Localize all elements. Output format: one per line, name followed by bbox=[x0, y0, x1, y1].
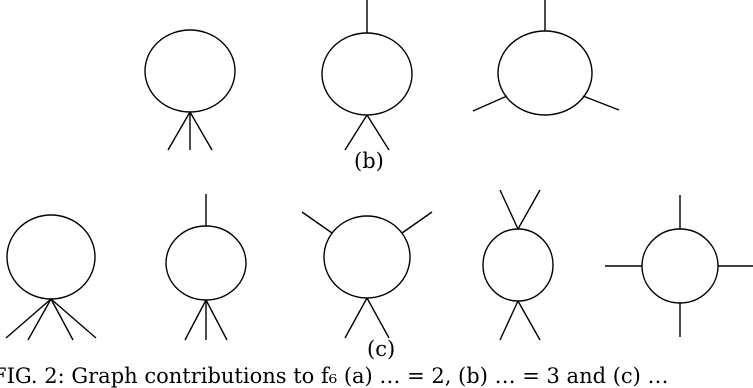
panel-label-c: (c) bbox=[367, 337, 396, 361]
leg bbox=[344, 297, 368, 339]
diagram-c4 bbox=[482, 189, 554, 341]
loop-circle bbox=[323, 215, 411, 299]
loop-circle bbox=[497, 30, 593, 116]
leg bbox=[5, 298, 52, 339]
leg bbox=[517, 300, 541, 341]
leg bbox=[472, 95, 508, 112]
diagram-b3 bbox=[472, 0, 620, 116]
leg bbox=[27, 298, 52, 341]
diagram-b1 bbox=[144, 29, 236, 151]
loop-circle bbox=[321, 32, 413, 116]
diagram-c3 bbox=[301, 211, 433, 339]
loop-circle bbox=[6, 214, 96, 300]
leg bbox=[499, 300, 519, 341]
loop-circle bbox=[482, 228, 554, 302]
figure-caption: FIG. 2: Graph contributions to f₆ (a) … … bbox=[0, 364, 669, 388]
leg bbox=[401, 211, 433, 234]
leg bbox=[205, 299, 228, 341]
diagram-b2 bbox=[321, 0, 413, 151]
diagram-c1 bbox=[5, 214, 97, 341]
diagram-c2 bbox=[165, 194, 247, 341]
loop-circle bbox=[641, 228, 719, 304]
leg bbox=[189, 111, 213, 151]
leg bbox=[50, 298, 74, 341]
panel-label-b: (b) bbox=[354, 149, 384, 173]
loop-circle bbox=[165, 225, 247, 301]
leg bbox=[366, 114, 390, 151]
leg bbox=[167, 111, 191, 151]
diagram-c5 bbox=[605, 195, 753, 337]
leg bbox=[499, 189, 519, 230]
leg bbox=[366, 297, 390, 339]
leg bbox=[50, 298, 97, 339]
leg bbox=[582, 95, 620, 111]
leg bbox=[517, 189, 541, 230]
leg bbox=[301, 211, 333, 234]
leg bbox=[344, 114, 368, 151]
leg bbox=[184, 299, 207, 341]
loop-circle bbox=[144, 29, 236, 113]
